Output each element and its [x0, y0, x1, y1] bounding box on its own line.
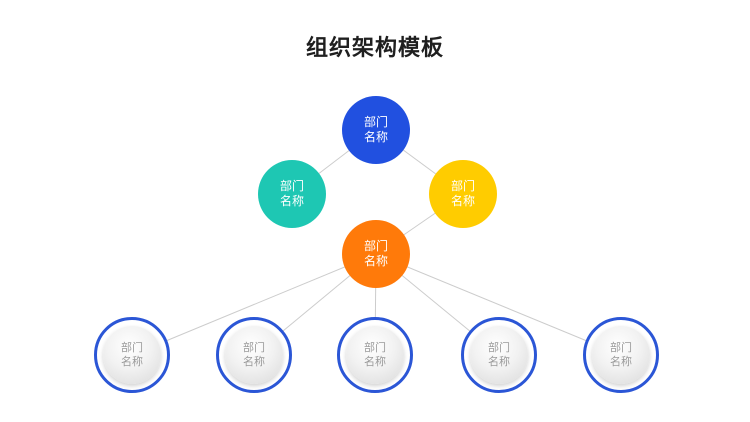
sub-department-label-line1: 部门	[121, 341, 143, 354]
sub-department-disc: 部门 名称	[346, 326, 404, 384]
sub-department-node-1[interactable]: 部门 名称	[94, 317, 170, 393]
sub-department-disc: 部门 名称	[470, 326, 528, 384]
sub-department-label-line1: 部门	[243, 341, 265, 354]
sub-department-label-line2: 名称	[243, 355, 265, 368]
sub-department-node-5[interactable]: 部门 名称	[583, 317, 659, 393]
sub-department-label-line1: 部门	[610, 341, 632, 354]
sub-department-label-line2: 名称	[610, 355, 632, 368]
sub-department-label-line2: 名称	[364, 355, 386, 368]
connector-mid-sub1	[131, 253, 377, 356]
department-label-line2: 名称	[279, 194, 304, 208]
department-node-top[interactable]: 部门 名称	[342, 96, 410, 164]
sub-department-disc: 部门 名称	[103, 326, 161, 384]
sub-department-label-line1: 部门	[488, 341, 510, 354]
sub-department-disc: 部门 名称	[592, 326, 650, 384]
department-label-line1: 部门	[363, 239, 388, 253]
page-title: 组织架构模板	[305, 36, 444, 61]
department-label-line2: 名称	[363, 254, 388, 268]
sub-department-label-line1: 部门	[364, 341, 386, 354]
sub-department-label-line2: 名称	[488, 355, 510, 368]
department-node-middle[interactable]: 部门 名称	[342, 220, 410, 288]
department-node-left[interactable]: 部门 名称	[258, 160, 326, 228]
department-label-line1: 部门	[363, 115, 388, 129]
department-node-right[interactable]: 部门 名称	[429, 160, 497, 228]
sub-department-node-3[interactable]: 部门 名称	[337, 317, 413, 393]
department-label-line1: 部门	[279, 179, 304, 193]
sub-department-label-line2: 名称	[121, 355, 143, 368]
sub-department-node-2[interactable]: 部门 名称	[216, 317, 292, 393]
sub-department-disc: 部门 名称	[225, 326, 283, 384]
sub-department-node-4[interactable]: 部门 名称	[461, 317, 537, 393]
department-label-line2: 名称	[363, 130, 388, 144]
department-label-line1: 部门	[450, 179, 475, 193]
department-label-line2: 名称	[450, 194, 475, 208]
connector-mid-sub5	[375, 253, 622, 356]
